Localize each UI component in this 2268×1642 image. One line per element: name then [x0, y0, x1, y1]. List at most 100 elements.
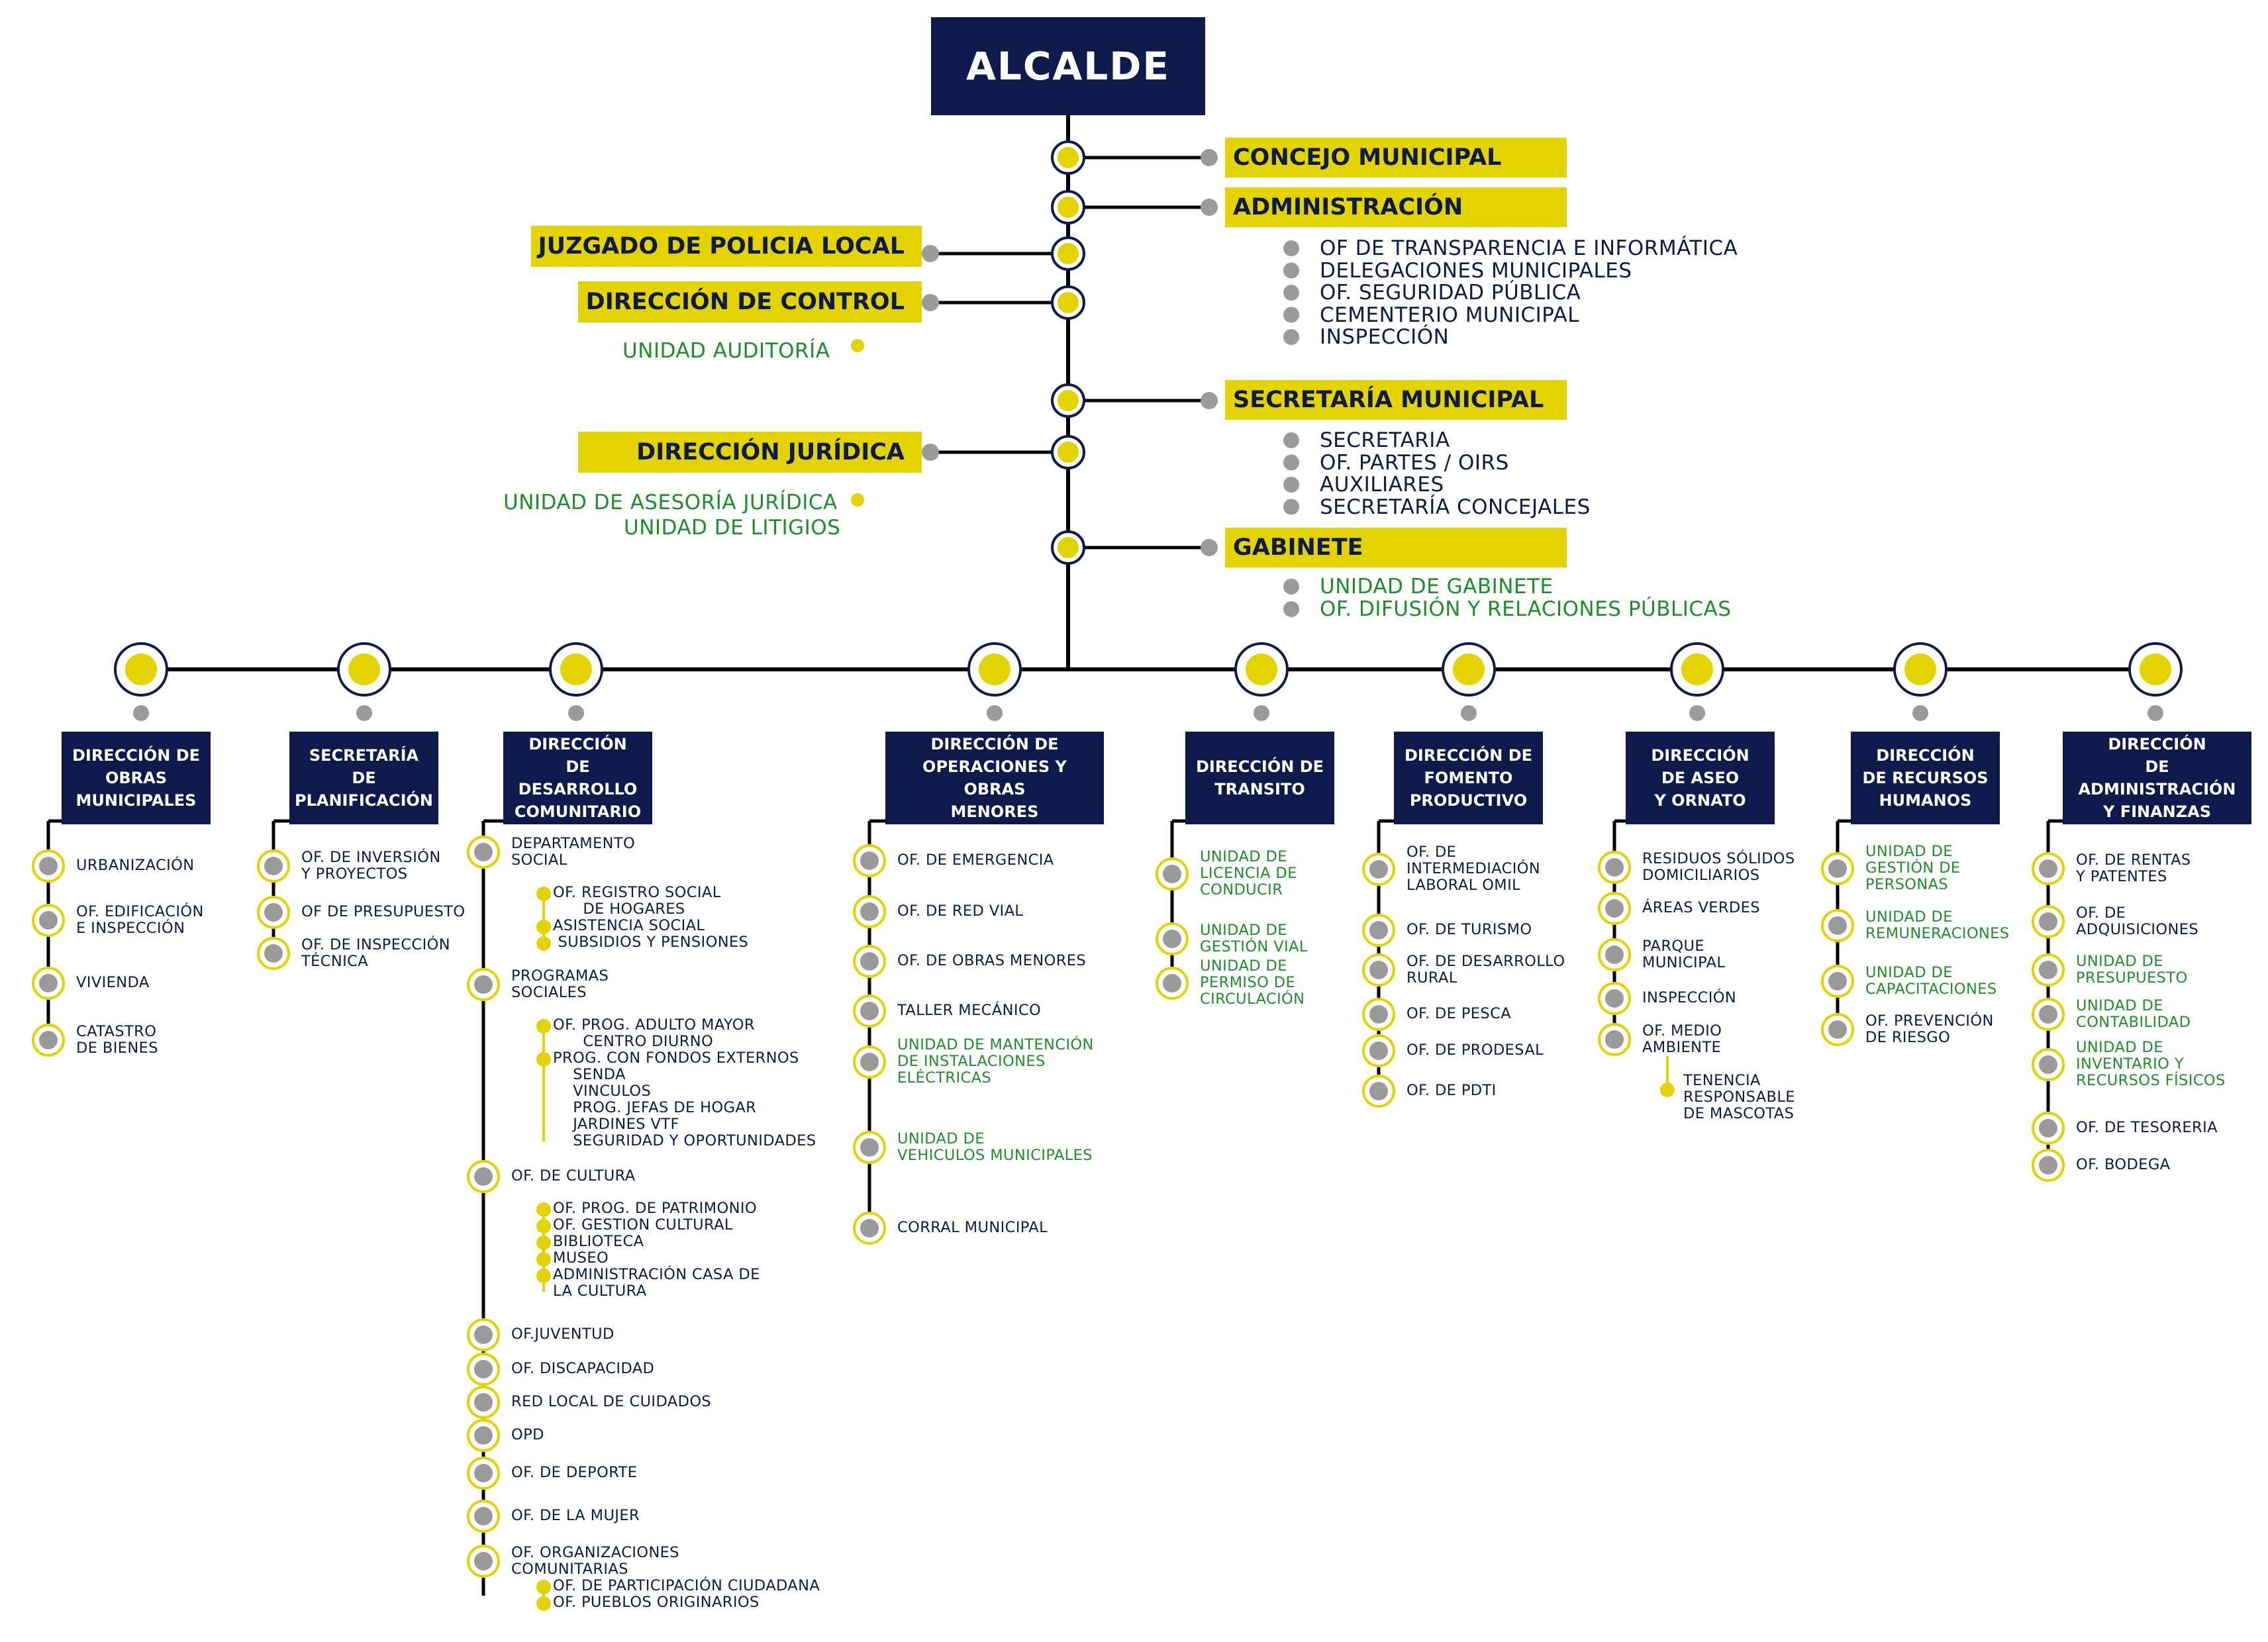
direction-item: UNIDAD DE VEHICULOS MUNICIPALES: [897, 1130, 1093, 1164]
direction-item: OF. DE DESARROLLO RURAL: [1406, 953, 1565, 987]
direction-item: OF. DE OBRAS MENORES: [897, 952, 1087, 969]
item-node: [853, 844, 886, 877]
spine-node: [1051, 530, 1085, 565]
list-dot: [1283, 262, 1299, 279]
juridica-box: DIRECCIÓN JURÍDICA: [578, 432, 922, 473]
item-node: [1156, 857, 1189, 891]
direction-item: UNIDAD DE PERMISO DE CIRCULACIÓN: [1200, 957, 1305, 1008]
direction-item: ÁREAS VERDES: [1642, 899, 1760, 916]
direction-box: DIRECCIÓN DE DESARROLLO COMUNITARIO: [503, 732, 652, 824]
direction-item: OF. DE PESCA: [1406, 1005, 1512, 1022]
connector-dot: [922, 245, 939, 262]
sub-bullet: [536, 1235, 551, 1250]
direction-item: OF. DISCAPACIDAD: [511, 1360, 655, 1377]
direction-node: [337, 642, 391, 697]
item-node: [2032, 1112, 2065, 1145]
sub-item: ADMINISTRACIÓN CASA DE LA CULTURA: [553, 1266, 760, 1300]
item-node: [853, 1212, 886, 1245]
bullet-dot: [851, 493, 864, 507]
item-node: [32, 1024, 65, 1057]
item-node: [853, 994, 886, 1028]
sub-item: OF. PUEBLOS ORIGINARIOS: [553, 1594, 760, 1611]
item-node: [1821, 1013, 1854, 1046]
administracion-item: OF DE TRANSPARENCIA E INFORMÁTICA: [1320, 236, 1738, 260]
item-node: [1156, 922, 1189, 955]
item-node: [853, 895, 886, 928]
list-dot: [1283, 601, 1299, 617]
gabinete-item: UNIDAD DE GABINETE: [1320, 575, 1553, 599]
direction-item: UNIDAD DE GESTIÓN VIAL: [1200, 922, 1308, 955]
item-node: [1821, 965, 1854, 998]
sub-bullet: [1660, 1083, 1675, 1097]
item-node: [1598, 1023, 1631, 1056]
direction-box: DIRECCIÓN DE TRANSITO: [1185, 732, 1334, 824]
sub-bullet: [536, 1202, 551, 1217]
direction-item: CORRAL MUNICIPAL: [897, 1219, 1048, 1236]
item-node: [2032, 1149, 2065, 1182]
direction-node: [549, 642, 603, 697]
item-node: [467, 836, 500, 869]
list-dot: [1283, 432, 1299, 448]
secretaria-box: SECRETARÍA MUNICIPAL: [1225, 380, 1567, 420]
sub-item: TENENCIA RESPONSABLE DE MASCOTAS: [1683, 1072, 1795, 1122]
direction-item: RESIDUOS SÓLIDOS DOMICILIARIOS: [1642, 850, 1795, 884]
direction-box: DIRECCIÓN DE ADMINISTRACIÓN Y FINANZAS: [2063, 732, 2251, 824]
sub-item: OF. PROG. ADULTO MAYOR CENTRO DIURNO: [553, 1016, 755, 1050]
secretaria-item: AUXILIARES: [1320, 473, 1444, 497]
item-node: [1821, 909, 1854, 942]
administracion-item: CEMENTERIO MUNICIPAL: [1320, 303, 1579, 327]
sub-item: SUBSIDIOS Y PENSIONES: [553, 934, 749, 951]
direction-item: UNIDAD DE LICENCIA DE CONDUCIR: [1200, 848, 1297, 898]
direction-item: OF. PREVENCIÓN DE RIESGO: [1865, 1012, 1994, 1046]
direction-item: UNIDAD DE CONTABILIDAD: [2076, 997, 2191, 1031]
direction-item: CATASTRO DE BIENES: [76, 1023, 158, 1057]
connector-dot: [1201, 539, 1218, 556]
direction-item: OF. DE INSPECCIÓN TÉCNICA: [301, 936, 450, 970]
direction-item: OF. DE TESORERIA: [2076, 1119, 2218, 1136]
connector-dot: [133, 705, 149, 721]
direction-item: PROGRAMAS SOCIALES: [511, 967, 609, 1001]
item-node: [467, 1386, 500, 1419]
sub-item: BIBLIOTECA: [553, 1233, 644, 1250]
list-dot: [1283, 329, 1299, 345]
connector-dot: [568, 705, 584, 721]
connector-dot: [922, 294, 939, 311]
connector-dot: [1201, 392, 1218, 409]
direction-item: OF. DE RENTAS Y PATENTES: [2076, 851, 2191, 885]
direction-item: OF. DE INVERSIÓN Y PROYECTOS: [301, 849, 441, 883]
list-dot: [1283, 240, 1299, 256]
direction-item: OF. DE ADQUISICIONES: [2076, 904, 2199, 938]
sub-bullet: [536, 1596, 551, 1611]
item-node: [1156, 967, 1189, 1000]
item-node: [467, 1419, 500, 1452]
direction-item: OF. DE RED VIAL: [897, 902, 1024, 920]
direction-item: OF. DE PRODESAL: [1406, 1041, 1544, 1059]
juzgado-box: JUZGADO DE POLICIA LOCAL: [531, 226, 922, 267]
sub-bullet: [536, 1019, 551, 1034]
spine-node: [1051, 435, 1085, 469]
connector-dot: [356, 705, 372, 721]
direction-item: UNIDAD DE GESTIÓN DE PERSONAS: [1865, 843, 1961, 893]
direction-item: TALLER MECÁNICO: [897, 1002, 1042, 1019]
item-node: [853, 1131, 886, 1164]
direction-item: PARQUE MUNICIPAL: [1642, 938, 1726, 971]
direction-item: OF. DE EMERGENCIA: [897, 851, 1054, 869]
item-node: [32, 904, 65, 937]
sub-bullet: [536, 1580, 551, 1594]
gabinete-box: GABINETE: [1225, 528, 1567, 567]
item-node: [2032, 953, 2065, 987]
direction-item: UNIDAD DE PRESUPUESTO: [2076, 953, 2188, 987]
sub-bullet: [536, 1219, 551, 1233]
concejo-box: CONCEJO MUNICIPAL: [1225, 138, 1567, 177]
direction-item: OF.JUVENTUD: [511, 1326, 615, 1343]
item-node: [1598, 892, 1631, 925]
direction-item: OPD: [511, 1426, 544, 1443]
direction-node: [1234, 642, 1289, 697]
list-dot: [1283, 307, 1299, 323]
direction-node: [1442, 642, 1496, 697]
direction-item: DEPARTAMENTO SOCIAL: [511, 835, 636, 869]
item-node: [467, 1500, 500, 1533]
item-node: [2032, 1048, 2065, 1081]
direction-item: UNIDAD DE MANTENCIÓN DE INSTALACIONES EL…: [897, 1036, 1094, 1087]
